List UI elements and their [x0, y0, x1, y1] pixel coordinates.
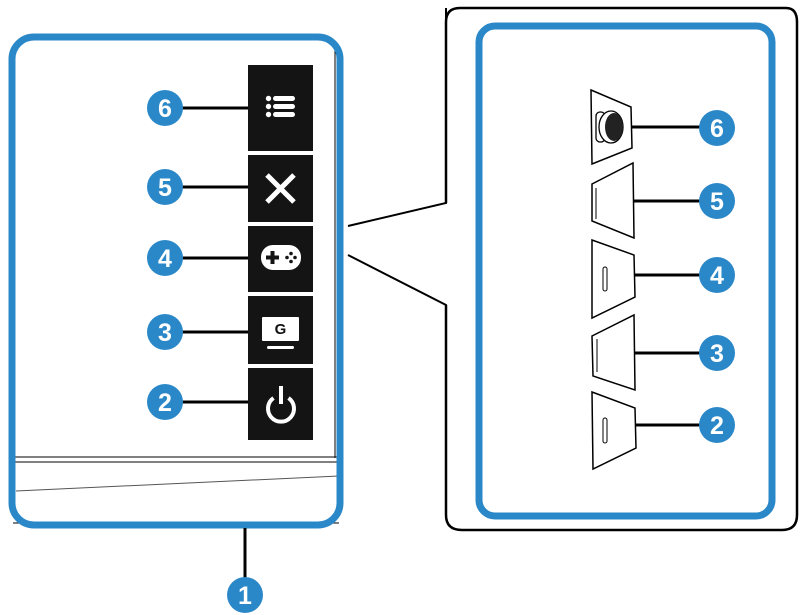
- callout-number: 4: [158, 245, 172, 273]
- front-button-6[interactable]: 6: [147, 65, 313, 151]
- callout-badge: [699, 110, 735, 146]
- front-button-5[interactable]: 5: [147, 155, 313, 222]
- callout-number: 1: [238, 582, 252, 610]
- callout-number: 2: [158, 389, 172, 417]
- rear-button-2[interactable]: 2: [591, 390, 735, 471]
- rear-panel: 6 5 4 3: [444, 6, 799, 532]
- gamepad-icon: [261, 245, 301, 270]
- power-indicator-callout: 1: [227, 528, 263, 613]
- callout-badge: [227, 577, 263, 613]
- power-icon: [266, 386, 296, 424]
- rear-button-4[interactable]: 4: [591, 238, 735, 320]
- callout-badge: [147, 169, 183, 205]
- rear-button-5[interactable]: 5: [591, 161, 735, 240]
- menu-icon: [265, 95, 295, 118]
- callout-badge: [147, 314, 183, 350]
- callout-number: 2: [710, 412, 724, 440]
- callout-badge: [147, 240, 183, 276]
- rear-panel-outline: [444, 6, 799, 532]
- callout-number: 4: [710, 262, 724, 290]
- front-button-2[interactable]: 2: [147, 368, 313, 440]
- rear-button-3[interactable]: 3: [591, 313, 735, 392]
- callout-badge: [699, 183, 735, 219]
- callout-badge: [699, 407, 735, 443]
- gameplus-g-icon: G: [262, 317, 299, 349]
- stand-line: [15, 475, 340, 492]
- callout-badge: [699, 257, 735, 293]
- zoom-connector: [347, 8, 447, 515]
- joystick-icon: [595, 110, 624, 144]
- callout-number: 3: [158, 319, 172, 347]
- callout-badge: [147, 90, 183, 126]
- rear-joystick-6[interactable]: 6: [590, 88, 735, 166]
- front-panel-frame: [8, 33, 344, 529]
- callout-number: 6: [158, 95, 172, 123]
- front-button-3[interactable]: G 3: [147, 296, 313, 364]
- callout-number: 3: [710, 340, 724, 368]
- front-panel: 6 5 4: [8, 33, 344, 613]
- svg-text:G: G: [275, 321, 287, 338]
- close-icon: [265, 173, 296, 204]
- callout-number: 5: [158, 174, 172, 202]
- callout-number: 5: [710, 188, 724, 216]
- callout-badge: [699, 335, 735, 371]
- callout-number: 6: [710, 115, 724, 143]
- callout-badge: [147, 384, 183, 420]
- front-button-4[interactable]: 4: [147, 226, 313, 292]
